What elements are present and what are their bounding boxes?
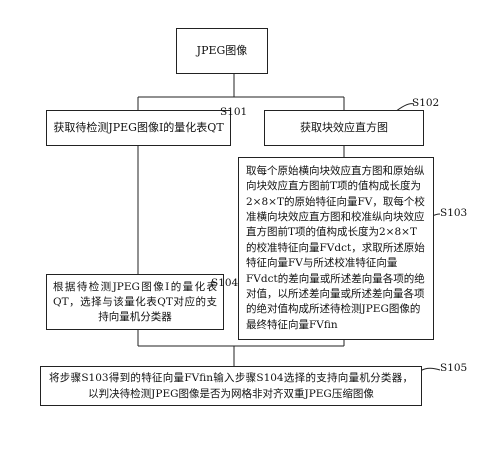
node-s101: 获取待检测JPEG图像I的量化表QT [46, 110, 231, 146]
node-s105-text: 将步骤S103得到的特征向量FVfin输入步骤S104选择的支持向量机分类器，以… [49, 372, 413, 400]
node-jpeg-image: JPEG图像 [176, 28, 268, 74]
node-s101-text: 获取待检测JPEG图像I的量化表QT [53, 121, 224, 134]
step-label-s101: S101 [220, 106, 248, 118]
node-s104-text: 根据待检测JPEG图像I的量化表QT，选择与该量化表QT对应的支持向量机分类器 [53, 280, 217, 323]
step-label-s102: S102 [412, 97, 440, 109]
node-jpeg-image-text: JPEG图像 [196, 44, 248, 57]
node-s103: 取每个原始横向块效应直方图和原始纵向块效应直方图前T项的值构成长度为2×8×T的… [238, 157, 434, 340]
step-label-s103: S103 [440, 207, 468, 219]
step-label-s105: S105 [440, 362, 468, 374]
node-s102-text: 获取块效应直方图 [300, 121, 388, 134]
node-s105: 将步骤S103得到的特征向量FVfin输入步骤S104选择的支持向量机分类器，以… [40, 366, 422, 406]
step-label-s104: S104 [211, 277, 239, 289]
node-s103-text: 取每个原始横向块效应直方图和原始纵向块效应直方图前T项的值构成长度为2×8×T的… [246, 164, 425, 331]
node-s104: 根据待检测JPEG图像I的量化表QT，选择与该量化表QT对应的支持向量机分类器 [46, 274, 224, 330]
node-s102: 获取块效应直方图 [264, 110, 424, 146]
